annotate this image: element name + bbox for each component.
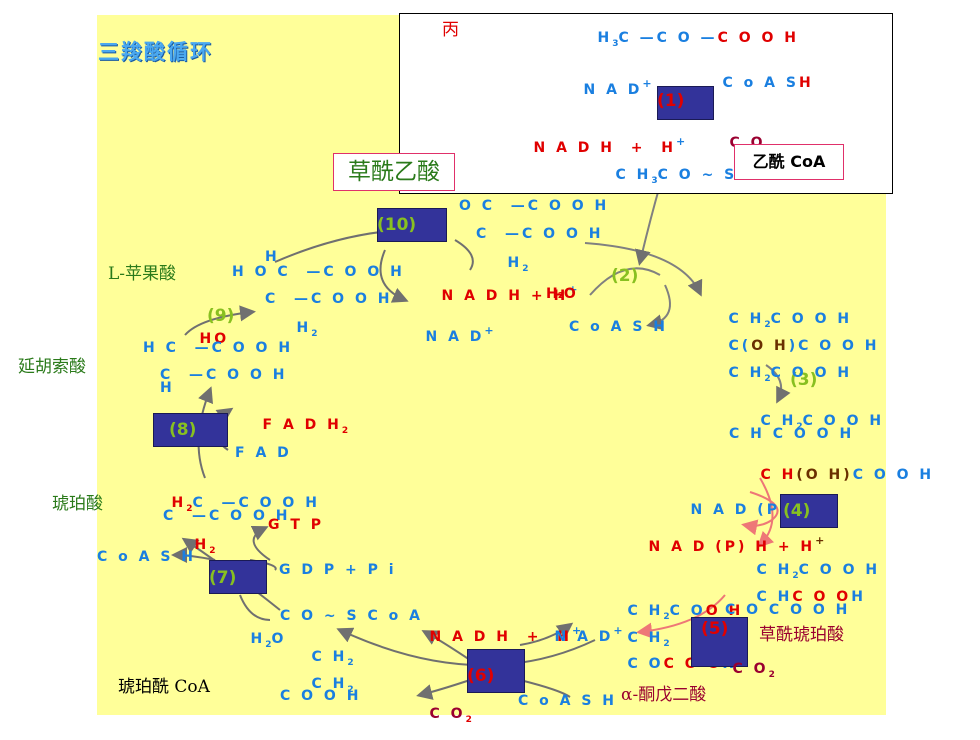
gdp-pi: G D P + P i [279,562,397,578]
step6-co2: C O2 [429,706,472,725]
succinylcoa-line-2: C H2 [311,649,354,668]
arrow-step7-coash [171,547,216,564]
arrow-step6-co2 [416,679,471,700]
arrow-h2o-to-enzyme-2 [589,267,661,296]
succinylcoa-line-3: C H2 [311,676,354,695]
step6-nadh: N A D H + H+ [429,624,582,645]
fad: F A D [235,445,292,461]
malate-label: L-苹果酸 [108,264,177,284]
step6-coash: C o A S H [518,693,618,709]
gtp: G T P [268,517,325,533]
arrow-gtp-gdp [250,525,271,561]
coash-inset: C o A SH [722,75,814,91]
citrate-line-3: C H2C O O H [728,365,853,384]
coash-step7: C o A S H [97,549,197,565]
citrate-line-1: C H2C O O H [728,311,853,330]
isocitrate-line-3: C H(O H)C O O H [760,467,935,483]
arrow-isocitrate-to-oxalosuccinate [757,477,775,548]
malate-line-4: H2 [296,320,318,339]
step9-h2o: HO [199,331,230,347]
step10-nadh: N A D H + H+ [441,283,578,304]
arrow-nadp-to-nadph [741,491,779,536]
oxaloacetate-line-2: C —C O O H [476,226,604,242]
enzyme-box-6 [467,649,525,693]
malate-line-1: H [265,249,280,265]
diagram-title: 三羧酸循环 [98,40,213,64]
step2-coash: C o A S H [569,319,669,335]
citrate-line-2: C(O H)C O O H [728,338,880,354]
isocitrate-line-1: C H2C O O H [760,413,885,432]
inset-bing-label: 丙 [442,20,459,40]
isocitrate-line-2: C H C O O H [729,426,855,442]
step6-nad: N A D+ [554,624,623,645]
nadh-inset: N A D H + H+ [533,135,686,156]
malate-line-2: H O C —C O O H [232,264,405,280]
enzyme-box-10 [377,208,447,242]
step-8-label: (8) [169,420,197,440]
step5-co2: C O2 [732,661,775,680]
acetylcoa-label: 乙酰 CoA [734,144,844,180]
oxaloacetate-label: 草酰乙酸 [333,153,455,191]
pyruvate-formula: H3C —C O —C O O H [597,30,799,49]
oxalosuccinate-line-3: C O C O O H [725,602,851,618]
oxaloacetate-line-1: O C —C O O H [459,198,610,214]
step-6-label: (6) [467,666,495,686]
akg-line-1: C H2C OO H [627,603,744,622]
arrow-step6-coash [519,679,571,698]
akg-label: α-酮戊二酸 [621,685,707,705]
arrow-fumarate-to-malate [184,305,256,336]
step7-h2o: H2O [250,631,287,650]
nad-inset: N A D+ [583,77,652,98]
arrow-oaa-to-citrate [584,242,703,297]
enzyme-box-7 [209,560,267,594]
enzyme-box-5 [691,617,748,667]
succinylcoa-line-4: C O O H [280,688,362,704]
oxalosuccinate-line-1: C H2C O O H [756,562,881,581]
step-4-label: (4) [783,501,811,521]
succinylcoa-line-1: C O ~ S C o A [280,608,423,624]
oxalosuccinate-line-2: C HC O OH [756,589,866,605]
arrow-step10-nadh [454,239,474,271]
succinate-label: 琥珀酸 [52,494,103,514]
enzyme-box-4 [780,494,838,528]
fadh2: F A D H2 [262,417,349,436]
succinate-line-3: H2 [194,537,216,556]
arrow-step7-h2o [239,594,271,621]
step-7-label: (7) [209,568,237,588]
succinate-line-1: H2C —C O O H [171,495,320,514]
fumarate-line-2: C —C O O H [160,367,288,383]
akg-line-2: C H2 [627,630,670,649]
nadph: N A D (P) H + H+ [648,534,825,555]
arrow-citrate-to-isocitrate [765,364,791,404]
step-10-label: (10) [377,215,417,235]
arrow-step10-nad [379,249,409,303]
fumarate-line-1: H C —C O O H [143,340,294,356]
enzyme-box-1 [657,86,714,120]
oxaloacetate-line-3: H2 [507,255,529,274]
succinylcoa-label: 琥珀酰 CoA [118,677,210,697]
arrow-step6-nad [519,622,574,646]
step2-h2o: H₂O [546,286,576,302]
malate-line-3: C —C O O H [265,291,393,307]
step-9-label: (9) [207,306,235,326]
succinate-line-2: C —C O O H [163,508,291,524]
fumarate-line-3: H [160,380,175,396]
step10-nad: N A D+ [425,324,494,345]
enzyme-box-8 [153,413,228,447]
step-1-label: (1) [657,91,685,111]
arrow-to-coash-2 [646,284,671,331]
fumarate-label: 延胡索酸 [18,357,86,377]
arrow-step6-nadh [421,630,471,661]
step-3-label: (3) [790,370,818,390]
step-2-label: (2) [611,266,639,286]
step-5-label: (5) [701,619,729,639]
oxalosuccinate-label: 草酰琥珀酸 [759,625,844,645]
